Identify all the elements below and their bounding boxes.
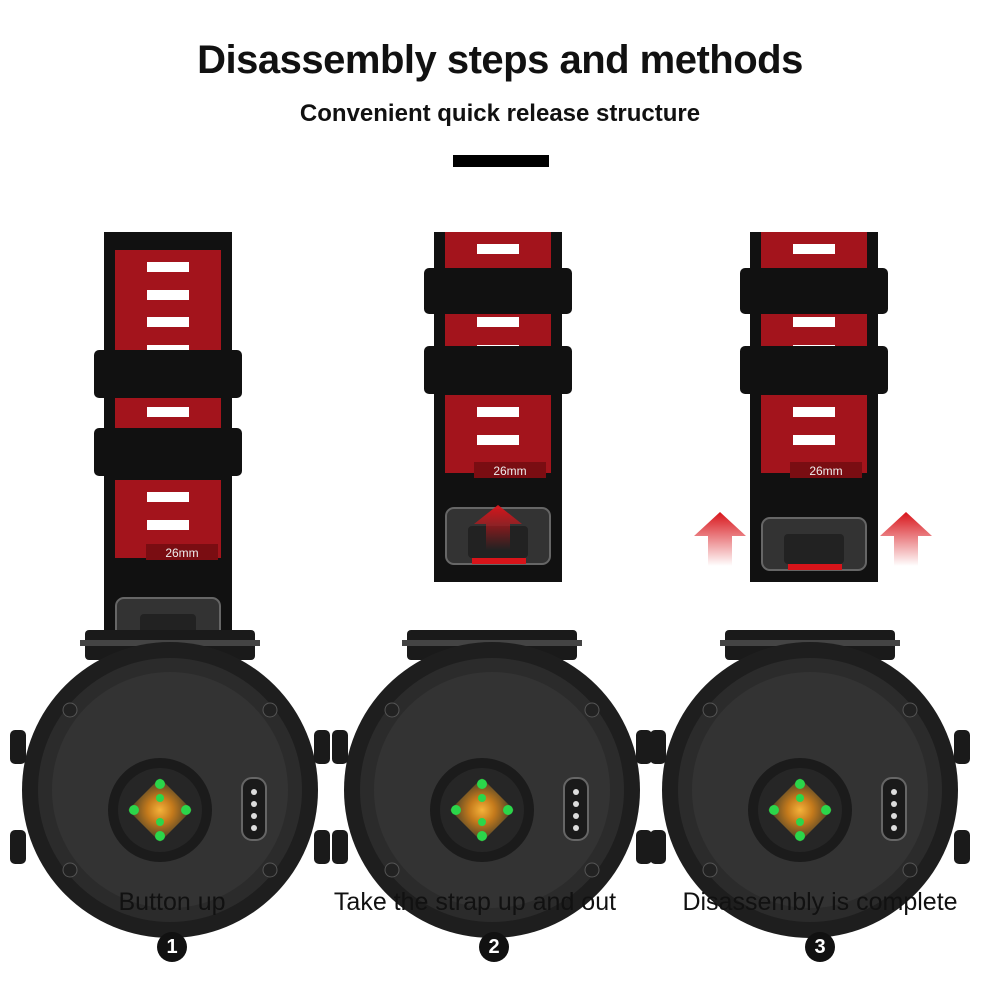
step-1-number: 1 <box>157 932 187 962</box>
page-subtitle: Convenient quick release structure <box>299 100 701 127</box>
arrow-up-icon <box>474 505 522 550</box>
release-button-3 <box>788 564 842 570</box>
title-divider <box>453 155 549 167</box>
size-tag-2 <box>474 462 546 478</box>
size-label-2: 26mm <box>493 464 526 478</box>
size-label-1: 26mm <box>165 546 198 560</box>
step-3-illustration: 26mm <box>649 232 971 939</box>
size-label-3: 26mm <box>809 464 842 478</box>
step-1-label: Button up <box>118 888 226 916</box>
step-2-illustration: 26mm <box>331 232 653 939</box>
step-2-number: 2 <box>479 932 509 962</box>
step-2-label: Take the strap up and out <box>333 888 617 916</box>
release-button-2 <box>472 558 526 564</box>
step-3-label: Disassembly is complete <box>682 888 958 916</box>
arrow-up-left-icon <box>694 512 746 566</box>
page-title: Disassembly steps and methods <box>197 38 803 82</box>
size-tag-1 <box>146 544 218 560</box>
step-3-number: 3 <box>805 932 835 962</box>
step-1-illustration: 26mm <box>9 232 331 939</box>
arrow-up-right-icon <box>880 512 932 566</box>
size-tag-3 <box>790 462 862 478</box>
